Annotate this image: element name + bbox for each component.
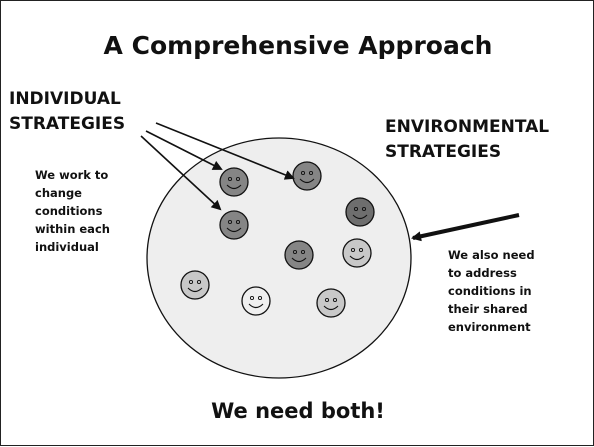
faces-group [180,161,375,318]
face-smile [226,184,242,190]
shared-environment-circle [146,137,412,379]
face-circle [241,286,271,316]
face-smile [226,227,242,233]
face-eye [332,297,338,303]
face-7 [180,270,210,300]
arrow-to-face-1 [145,130,223,170]
face-eye [358,247,364,253]
face-eye [350,247,356,253]
face-circle [219,167,249,197]
conclusion-text: We need both! [211,399,385,423]
face-eye [324,297,330,303]
face-eye [235,176,241,182]
face-smile [187,287,203,293]
face-circle [284,240,314,270]
face-eye [257,295,263,301]
face-eye [300,170,306,176]
face-2 [292,161,322,191]
face-eye [235,219,241,225]
face-smile [291,257,307,263]
face-circle [292,161,322,191]
face-eye [227,219,233,225]
face-eye [300,249,306,255]
face-smile [349,255,365,261]
face-8 [241,286,271,316]
arrow-to-environment [411,213,520,242]
face-circle [180,270,210,300]
arrow-to-face-3 [140,135,222,211]
face-9 [316,288,346,318]
individual-note: We work to change conditions within each… [35,168,110,254]
face-5 [284,240,314,270]
face-eye [188,279,194,285]
face-1 [219,167,249,197]
face-smile [323,305,339,311]
face-smile [299,178,315,184]
face-smile [352,214,368,220]
face-4 [345,197,375,227]
face-eye [308,170,314,176]
face-3 [219,210,249,240]
face-circle [342,238,372,268]
face-6 [342,238,372,268]
face-eye [353,206,359,212]
face-circle [345,197,375,227]
arrow-to-face-2 [155,122,295,180]
environment-note: We also need to address conditions in th… [448,248,535,334]
environmental-strategies-label: ENVIRONMENTAL STRATEGIES [385,117,550,162]
face-circle [316,288,346,318]
face-eye [196,279,202,285]
individual-strategies-label: INDIVIDUAL STRATEGIES [9,89,126,134]
slide-title: A Comprehensive Approach [103,31,493,60]
face-circle [219,210,249,240]
face-eye [361,206,367,212]
face-eye [227,176,233,182]
face-eye [292,249,298,255]
face-smile [248,303,264,309]
face-eye [249,295,255,301]
